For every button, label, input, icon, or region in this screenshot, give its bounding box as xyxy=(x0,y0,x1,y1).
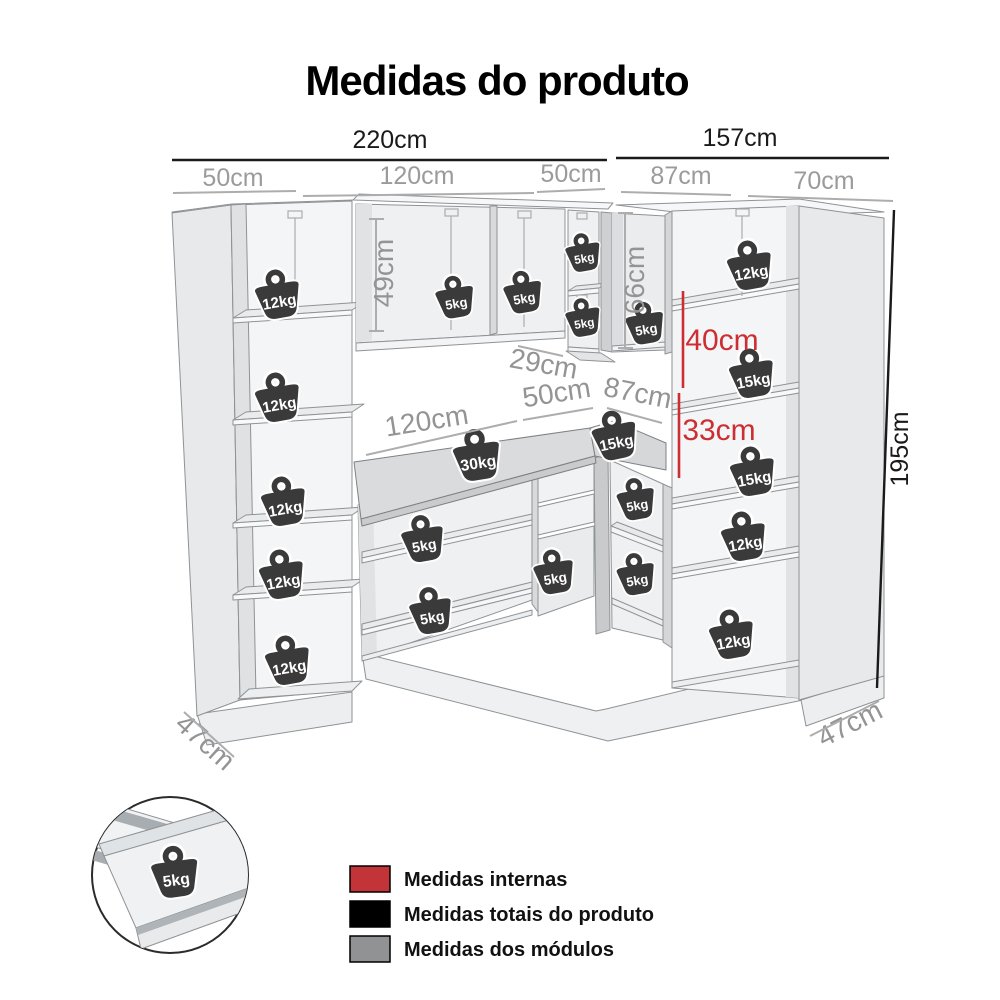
weight-badge: 5kg xyxy=(501,270,545,316)
dim-counter-left: 120cm xyxy=(383,399,471,443)
svg-text:5kg: 5kg xyxy=(543,569,569,588)
dim-upper-height: 49cm xyxy=(368,239,399,307)
dim-module: 70cm xyxy=(793,167,854,195)
dim-corner-upper-height: 66cm xyxy=(619,246,650,314)
svg-text:5kg: 5kg xyxy=(625,496,649,515)
svg-text:5kg: 5kg xyxy=(162,871,191,892)
svg-text:5kg: 5kg xyxy=(573,316,595,332)
dim-counter-center: 50cm xyxy=(520,372,592,413)
weight-badge: 12kg xyxy=(252,372,304,425)
right-tall-cabinet xyxy=(671,205,885,701)
dim-counter-right: 87cm xyxy=(601,371,674,414)
weight-badge: 12kg xyxy=(706,609,758,662)
weight-badges: 12kg 12kg 12kg 12kg 12kg 5kg 5kg 5kg 5kg… xyxy=(252,232,779,687)
total-dimensions: 220cm 157cm 195cm xyxy=(172,124,914,689)
dim-internal-top: 40cm xyxy=(685,324,758,357)
weight-badge: 5kg xyxy=(614,477,658,522)
svg-text:12kg: 12kg xyxy=(271,657,308,680)
svg-text:12kg: 12kg xyxy=(727,533,764,556)
svg-text:5kg: 5kg xyxy=(444,294,469,313)
svg-text:5kg: 5kg xyxy=(634,320,659,339)
svg-text:12kg: 12kg xyxy=(265,571,302,594)
weight-badge: 12kg xyxy=(256,549,308,602)
svg-text:5kg: 5kg xyxy=(411,537,438,557)
weight-badge: 5kg xyxy=(399,514,448,564)
svg-text:12kg: 12kg xyxy=(733,262,770,285)
svg-text:5kg: 5kg xyxy=(419,609,446,629)
weight-badge: 15kg xyxy=(726,348,778,401)
svg-text:15kg: 15kg xyxy=(735,370,772,393)
dim-module: 120cm xyxy=(379,162,454,190)
legend-label-module: Medidas dos módulos xyxy=(404,939,614,961)
plinth-left xyxy=(196,691,353,746)
dim-total-width-right: 157cm xyxy=(702,124,777,152)
svg-text:5kg: 5kg xyxy=(512,289,537,308)
dim-total-height: 195cm xyxy=(886,411,914,486)
base-cabinets xyxy=(357,453,673,662)
legend-swatch-module xyxy=(349,935,391,963)
svg-text:12kg: 12kg xyxy=(261,394,298,417)
legend-swatch-total xyxy=(349,900,391,928)
drawer-front xyxy=(537,493,595,536)
weight-badge: 5kg xyxy=(623,301,667,347)
door-plate xyxy=(576,212,588,220)
weight-badge: 15kg xyxy=(589,409,642,463)
weight-badge: 12kg xyxy=(724,240,776,293)
weight-badge: 12kg xyxy=(262,635,314,688)
weight-badge: 5kg xyxy=(563,297,603,338)
legend: Medidas internas Medidas totais do produ… xyxy=(349,865,654,963)
dim-internal-bottom: 33cm xyxy=(682,414,755,447)
legend-label-internal: Medidas internas xyxy=(404,869,567,891)
internal-dimensions: 40cm 33cm xyxy=(677,291,759,478)
weight-badge: 5kg xyxy=(614,552,658,597)
dim-module: 87cm xyxy=(650,162,711,190)
svg-text:15kg: 15kg xyxy=(736,468,773,491)
weight-badge: 5kg xyxy=(531,549,577,597)
weight-badge: 5kg xyxy=(433,275,477,321)
weight-badge: 12kg xyxy=(252,269,304,322)
weight-badge: 5kg xyxy=(563,232,603,273)
svg-text:5kg: 5kg xyxy=(625,571,649,590)
legend-label-total: Medidas totais do produto xyxy=(404,904,654,926)
svg-text:12kg: 12kg xyxy=(715,631,752,654)
svg-text:30kg: 30kg xyxy=(459,453,497,475)
dim-total-width-left: 220cm xyxy=(352,126,427,154)
weight-badge: 12kg xyxy=(258,476,310,529)
weight-badge: 15kg xyxy=(727,446,779,499)
drawer-detail-callout: 5kg xyxy=(91,796,249,954)
weight-badge: 5kg xyxy=(149,846,202,900)
svg-text:15kg: 15kg xyxy=(598,432,635,456)
svg-text:12kg: 12kg xyxy=(267,498,304,521)
module-dimensions-top: 50cm 120cm 50cm 87cm 70cm xyxy=(172,160,894,202)
page-title: Medidas do produto xyxy=(305,57,689,104)
svg-text:12kg: 12kg xyxy=(261,291,298,314)
weight-badge: 30kg xyxy=(450,428,503,483)
dim-module: 50cm xyxy=(540,160,601,188)
dim-module: 50cm xyxy=(202,164,263,192)
legend-swatch-internal xyxy=(349,865,391,893)
weight-badge: 5kg xyxy=(407,586,456,636)
weight-badge: 12kg xyxy=(718,511,770,564)
svg-text:5kg: 5kg xyxy=(573,251,595,267)
